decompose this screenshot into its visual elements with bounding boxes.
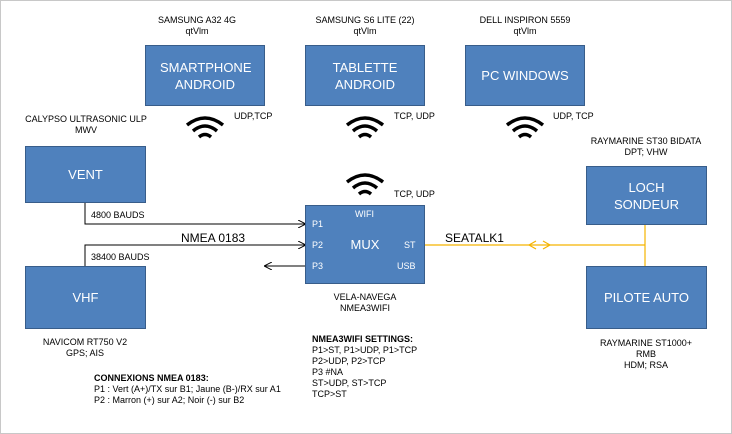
- mux-port-p3: P3: [312, 261, 324, 271]
- vent-box: VENT: [25, 146, 146, 203]
- settings-line: TCP>ST: [312, 389, 347, 399]
- vhf-to-p2-line: [84, 245, 305, 266]
- wifi-icon: [345, 116, 385, 139]
- mux-protocol: TCP, UDP: [394, 189, 435, 199]
- vhf-box: VHF: [25, 266, 146, 329]
- smartphone-label: SMARTPHONE ANDROID: [160, 59, 252, 92]
- seatalk-arrow-left: [527, 240, 537, 250]
- settings-line: P1>ST, P1>UDP, P1>TCP: [312, 345, 418, 355]
- mux-port-p1: P1: [312, 219, 324, 229]
- tablet-model-label: SAMSUNG S6 LITE (22)qtVlm: [315, 15, 415, 36]
- mux-port-st: ST: [404, 240, 416, 250]
- connexions-block: CONNEXIONS NMEA 0183: P1 : Vert (A+)/TX …: [94, 373, 281, 406]
- pc-label: PC WINDOWS: [481, 68, 569, 83]
- vhf-label: VHF: [72, 290, 99, 305]
- mux-wifi-port: WIFI: [355, 209, 374, 219]
- settings-line: P2>UDP, P2>TCP: [312, 356, 386, 366]
- loch-label: LOCH SONDEUR: [613, 179, 679, 212]
- vent-to-p1-line: [84, 202, 305, 224]
- settings-title: NMEA3WIFI SETTINGS:: [312, 334, 413, 344]
- mux-label: MUX: [350, 237, 380, 252]
- seatalk-arrow-right: [542, 240, 552, 250]
- vent-baud: 4800 BAUDS: [91, 210, 145, 220]
- tablet-protocol: TCP, UDP: [394, 111, 435, 121]
- connexions-line: P1 : Vert (A+)/TX sur B1; Jaune (B-)/RX …: [94, 384, 281, 394]
- pilote-box: PILOTE AUTO: [586, 266, 707, 329]
- mux-box: MUX: [305, 205, 425, 284]
- vent-label: VENT: [68, 167, 103, 182]
- pilote-label: PILOTE AUTO: [603, 290, 689, 305]
- wifi-icon: [345, 173, 385, 196]
- pc-protocol: UDP, TCP: [553, 111, 594, 121]
- nmea-link-label: NMEA 0183: [181, 231, 246, 245]
- smartphone-protocol: UDP,TCP: [234, 111, 273, 121]
- vhf-baud: 38400 BAUDS: [91, 252, 150, 262]
- settings-line: P3 #NA: [312, 367, 344, 377]
- connexions-title: CONNEXIONS NMEA 0183:: [94, 373, 209, 383]
- wifi-icon: [185, 116, 225, 139]
- mux-port-p2: P2: [312, 240, 324, 250]
- seatalk-link-label: SEATALK1: [445, 231, 504, 245]
- mux-port-usb: USB: [397, 261, 416, 271]
- smartphone-box: SMARTPHONE ANDROID: [145, 45, 265, 106]
- pc-box: PC WINDOWS: [465, 45, 585, 106]
- tablet-label: TABLETTE ANDROID: [332, 59, 398, 92]
- connexions-line: P2 : Marron (+) sur A2; Noir (-) sur B2: [94, 395, 245, 405]
- settings-line: ST>UDP, ST>TCP: [312, 378, 387, 388]
- loch-box: LOCH SONDEUR: [586, 166, 707, 225]
- tablet-box: TABLETTE ANDROID: [305, 45, 425, 106]
- wifi-icon: [505, 116, 545, 139]
- settings-block: NMEA3WIFI SETTINGS: P1>ST, P1>UDP, P1>TC…: [312, 334, 417, 400]
